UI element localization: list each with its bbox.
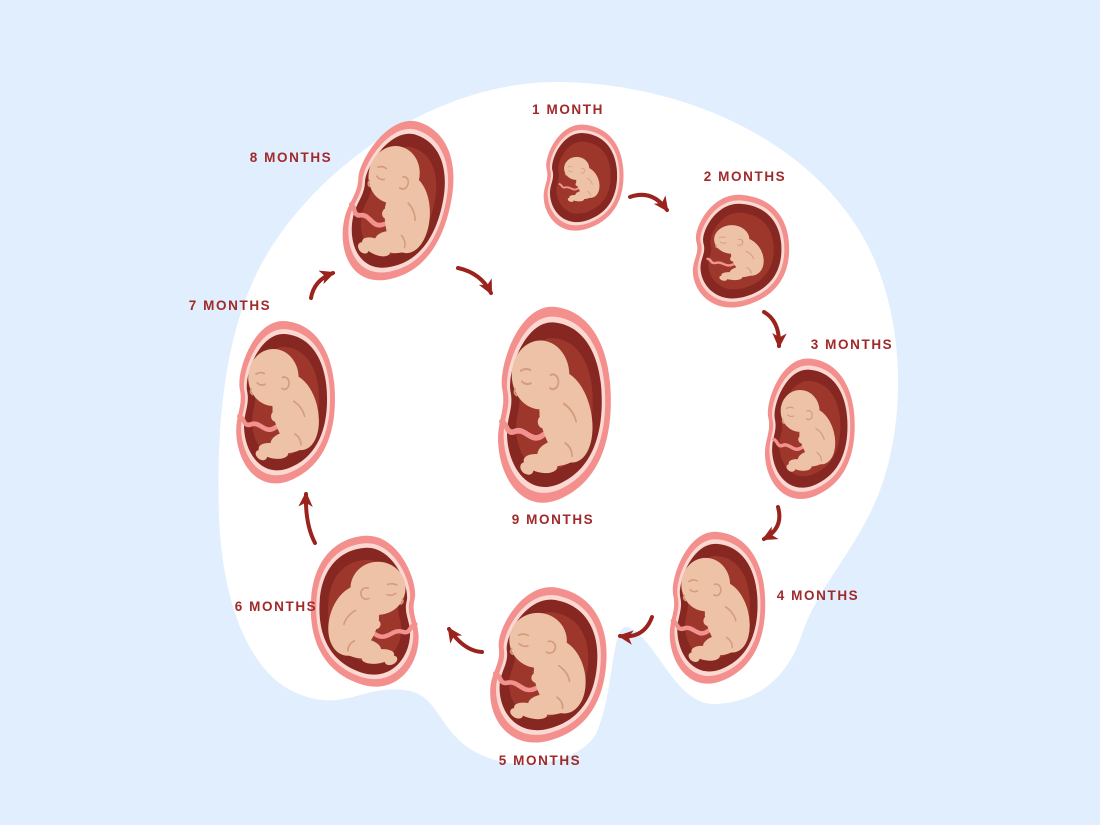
arrow-1-to-2 bbox=[628, 192, 669, 212]
arrow-6-to-7 bbox=[298, 491, 317, 545]
arrow-5-to-6 bbox=[447, 627, 484, 654]
stage-1-label: 1 MONTH bbox=[532, 102, 604, 117]
stage-4-label: 4 MONTHS bbox=[776, 588, 860, 603]
arrow-2-to-3 bbox=[762, 310, 787, 349]
stage-8-label: 8 MONTHS bbox=[249, 150, 333, 165]
stage-9-label: 9 MONTHS bbox=[511, 512, 595, 527]
stage-7-label: 7 MONTHS bbox=[188, 298, 272, 313]
arrow-8-to-9 bbox=[456, 266, 493, 296]
stage-2-label: 2 MONTHS bbox=[703, 169, 787, 184]
arrow-3-to-4 bbox=[761, 505, 782, 541]
arrow-7-to-8 bbox=[309, 270, 336, 300]
stage-6-label: 6 MONTHS bbox=[234, 599, 318, 614]
stage-5-label: 5 MONTHS bbox=[498, 753, 582, 768]
stage-3-label: 3 MONTHS bbox=[810, 337, 894, 352]
arrow-4-to-5 bbox=[617, 615, 654, 645]
